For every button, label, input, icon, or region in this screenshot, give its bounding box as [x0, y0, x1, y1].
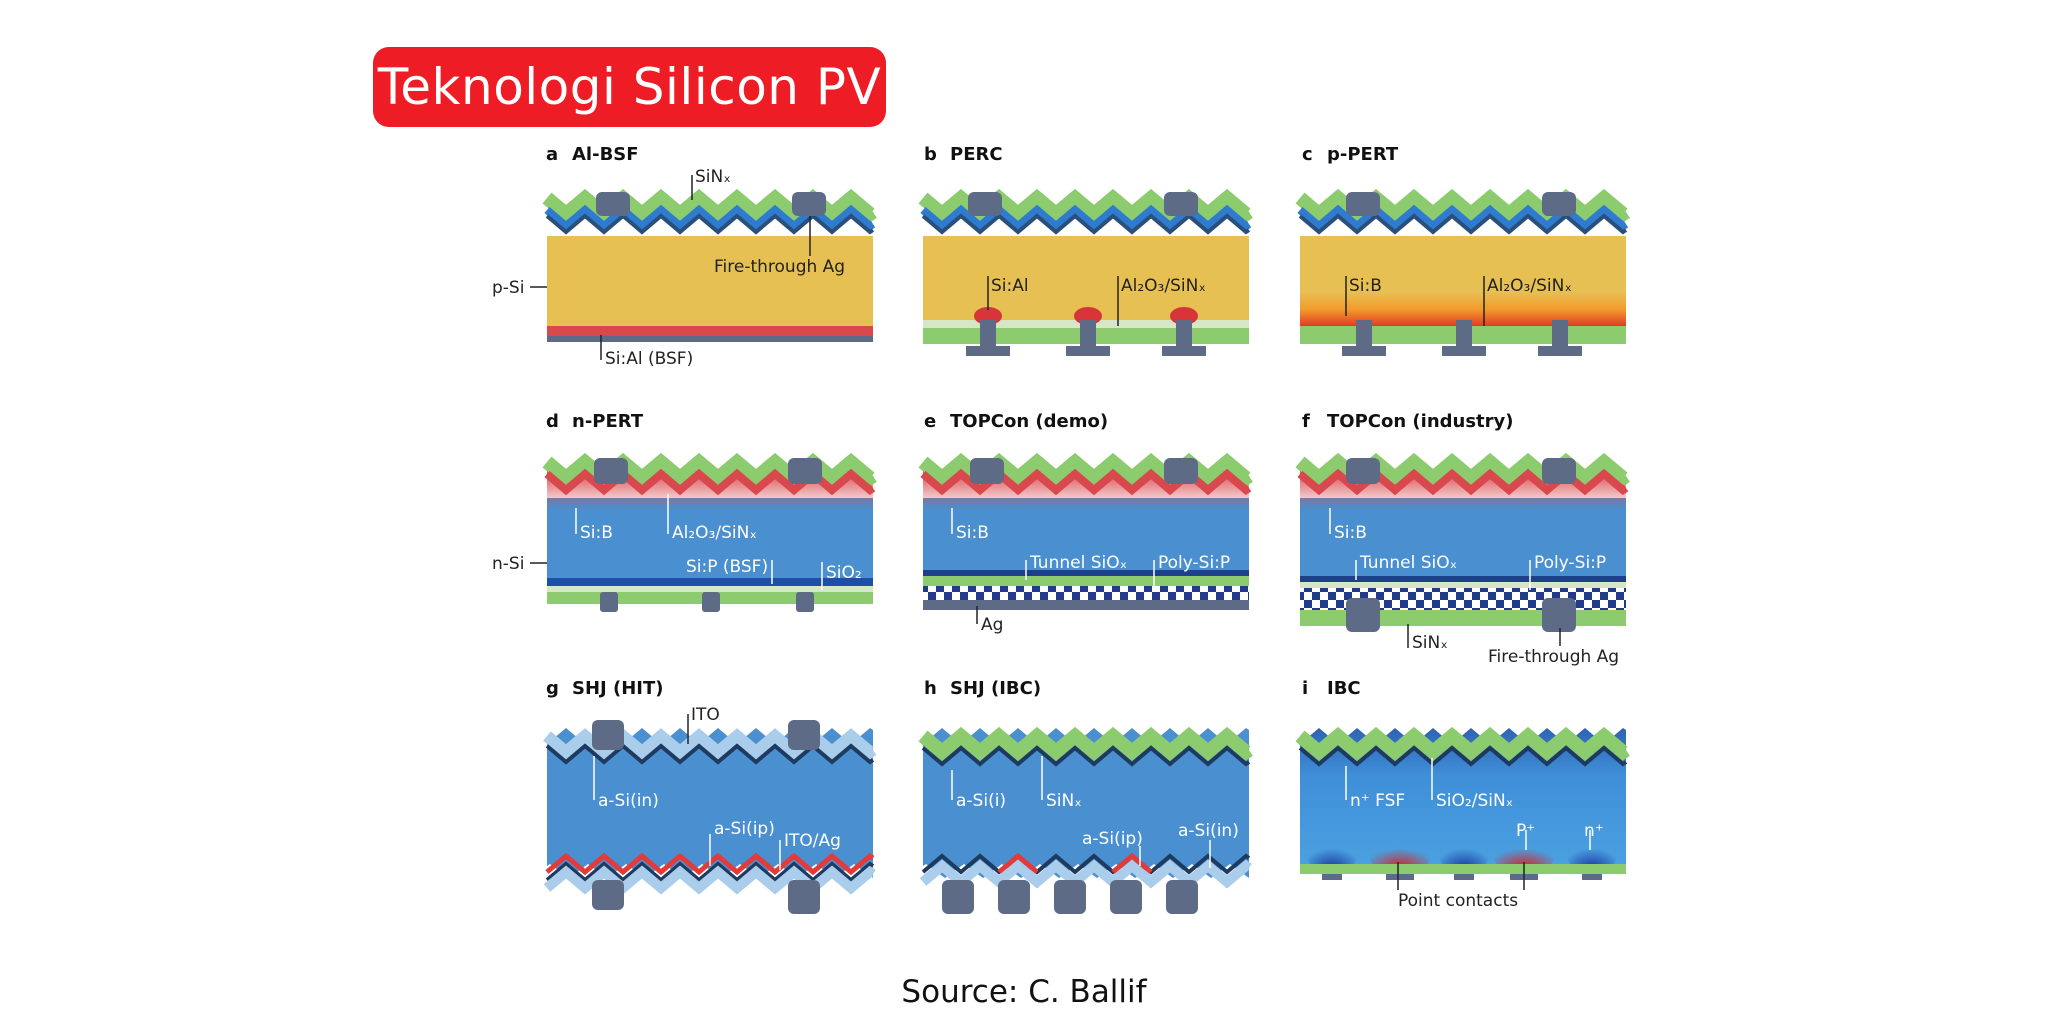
label-si-al: Si:Al: [991, 276, 1029, 296]
al-bsf-layer: [547, 326, 873, 336]
tunnel-oxide: [923, 570, 1249, 576]
n-si-base: [547, 728, 873, 878]
panel-a: a Al-BSF SiNₓ Fire-through Ag p-Si Si:Al…: [492, 144, 877, 369]
label-ito: ITO: [691, 705, 720, 725]
label-a-si-i: a-Si(i): [956, 791, 1006, 811]
label-si-b: Si:B: [1349, 276, 1382, 296]
label-sinx: SiNₓ: [695, 167, 731, 187]
front-contact: [1542, 192, 1576, 216]
panel-b: b PERC Si:Al Al₂O₃/SiNₓ: [918, 144, 1253, 356]
panel-f-letter: f: [1302, 411, 1310, 432]
label-ag: Ag: [981, 615, 1003, 635]
rear-contact: [547, 336, 873, 342]
p-si-base: [547, 236, 873, 326]
panel-e-letter: e: [924, 411, 936, 432]
ito-front: [543, 728, 877, 760]
page-title: Teknologi Silicon PV: [377, 58, 882, 116]
front-contact: [596, 192, 630, 216]
emitter-line: [544, 204, 876, 232]
a-si-ip-layer: [545, 852, 875, 876]
panel-i-title: IBC: [1327, 678, 1361, 699]
title-banner: Teknologi Silicon PV: [373, 47, 886, 127]
panel-f-title: TOPCon (industry): [1327, 411, 1514, 432]
label-point-contacts: Point contacts: [1398, 891, 1518, 911]
panel-g: g SHJ (HIT) ITO a-Si(in) a-Si(ip) ITO/Ag: [543, 678, 877, 914]
label-al2o3-sinx: Al₂O₃/SiNₓ: [1121, 276, 1206, 296]
label-poly-si-p: Poly-Si:P: [1534, 553, 1606, 573]
panel-d-title: n-PERT: [572, 411, 644, 432]
panel-a-letter: a: [546, 144, 558, 165]
label-si-p-bsf: Si:P (BSF): [686, 557, 768, 577]
label-p-plus: P⁺: [1516, 821, 1535, 841]
label-a-si-ip: a-Si(ip): [1082, 829, 1143, 849]
ito-rear: [543, 865, 876, 895]
poly-si-layer: [923, 576, 1249, 586]
panel-e-title: TOPCon (demo): [950, 411, 1108, 432]
label-poly-si-p: Poly-Si:P: [1158, 553, 1230, 573]
label-si-al-bsf: Si:Al (BSF): [605, 349, 693, 369]
label-sinx: SiNₓ: [1412, 633, 1448, 653]
si-p-bsf: [547, 578, 873, 586]
panel-i-letter: i: [1302, 678, 1308, 699]
panel-h-title: SHJ (IBC): [950, 678, 1041, 699]
label-sinx: SiNₓ: [1046, 791, 1082, 811]
panel-b-title: PERC: [950, 144, 1003, 165]
label-sio2-sinx: SiO₂/SiNₓ: [1436, 791, 1513, 811]
front-contact: [968, 192, 1002, 216]
panel-c: c p-PERT Si:B Al₂O₃/SiNₓ: [1295, 144, 1630, 356]
front-contact: [1346, 192, 1380, 216]
panel-d-letter: d: [546, 411, 559, 432]
label-n-si: n-Si: [492, 554, 524, 574]
label-a-si-in: a-Si(in): [598, 791, 659, 811]
panel-b-letter: b: [924, 144, 937, 165]
label-a-si-in: a-Si(in): [1178, 821, 1239, 841]
source-caption: Source: C. Ballif: [901, 974, 1147, 1010]
label-n-plus-fsf: n⁺ FSF: [1350, 791, 1405, 811]
tunnel-oxide: [1300, 576, 1626, 582]
n-si-base: [923, 728, 1249, 878]
label-al2o3-sinx: Al₂O₃/SiNₓ: [672, 523, 757, 543]
front-contact: [792, 192, 826, 216]
panel-h: h SHJ (IBC) a-Si(i) SiNₓ a-Si(ip) a-Si(i…: [918, 678, 1253, 914]
rear-pattern: [923, 586, 1249, 600]
front-contact: [1164, 192, 1198, 216]
rear-ag: [923, 600, 1249, 610]
panel-d: d n-PERT Si:B Al₂O₃/SiNₓ n-Si Si:P (BSF)…: [492, 411, 877, 612]
n-si-base: [547, 498, 873, 586]
label-si-b: Si:B: [1334, 523, 1367, 543]
label-si-b: Si:B: [580, 523, 613, 543]
label-al2o3-sinx: Al₂O₃/SiNₓ: [1487, 276, 1572, 296]
panel-a-title: Al-BSF: [572, 144, 639, 165]
sinx-line: [545, 213, 875, 235]
label-n-plus: n⁺: [1584, 821, 1604, 841]
label-ito-ag: ITO/Ag: [784, 831, 841, 851]
label-si-b: Si:B: [956, 523, 989, 543]
panel-f: f TOPCon (industry) Si:B Tunnel SiOₓ Pol…: [1295, 411, 1630, 667]
label-fire-through-ag: Fire-through Ag: [1488, 647, 1619, 667]
p-si-base: [1300, 236, 1626, 326]
panel-c-title: p-PERT: [1327, 144, 1399, 165]
label-fire-through-ag: Fire-through Ag: [714, 257, 845, 277]
panel-h-letter: h: [924, 678, 937, 699]
rear-coating: [1300, 864, 1626, 874]
panel-g-title: SHJ (HIT): [572, 678, 664, 699]
panel-e: e TOPCon (demo) Si:B Tunnel SiOₓ Poly-Si…: [918, 411, 1253, 635]
label-a-si-ip: a-Si(ip): [714, 819, 775, 839]
label-p-si: p-Si: [492, 278, 524, 298]
label-tunnel-siox: Tunnel SiOₓ: [1029, 553, 1127, 573]
p-si-base: [923, 236, 1249, 320]
panel-i: i IBC n⁺ FSF SiO₂/SiNₓ P⁺ n⁺ Point conta…: [1295, 678, 1630, 911]
label-tunnel-siox: Tunnel SiOₓ: [1359, 553, 1457, 573]
label-sio2: SiO₂: [826, 563, 862, 583]
panel-c-letter: c: [1302, 144, 1313, 165]
panel-g-letter: g: [546, 678, 559, 699]
n-si-base: [1300, 498, 1626, 576]
